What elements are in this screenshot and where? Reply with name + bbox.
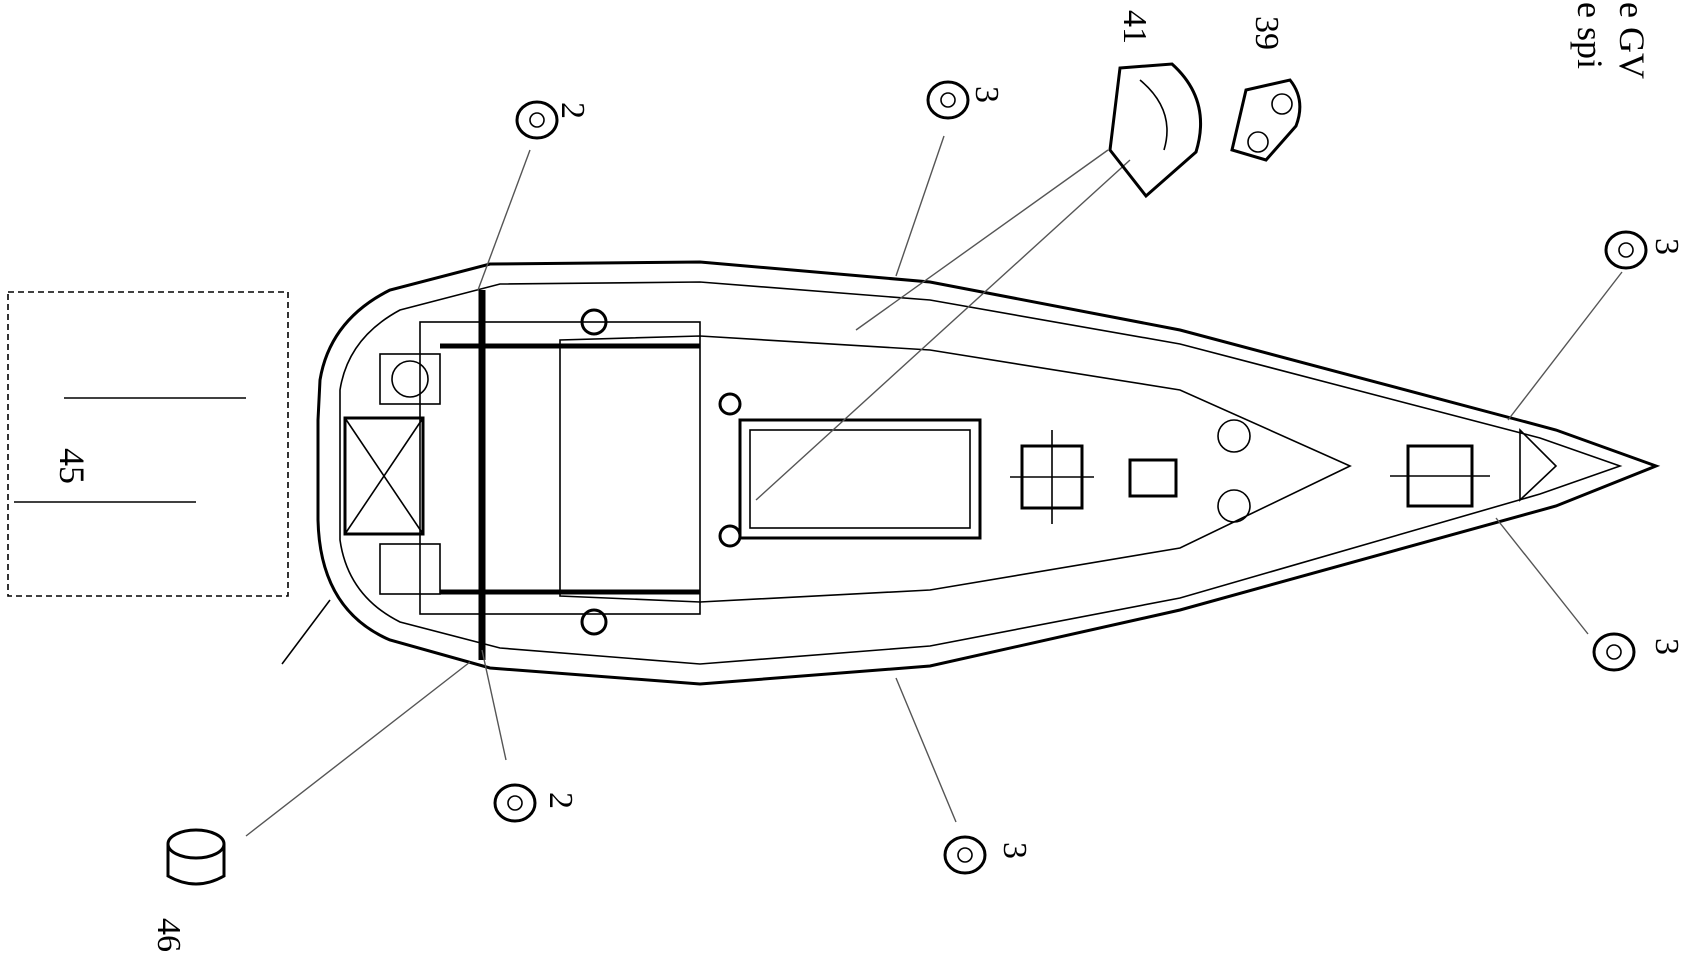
padeye-3-bottom-left: [943, 835, 987, 875]
legend-line-1: e GV: [1612, 2, 1652, 79]
callout-41: 41: [1116, 10, 1153, 44]
hull: [281, 260, 1661, 686]
callout-2-top: 2: [554, 102, 591, 119]
part-45-box: 45: [7, 291, 289, 597]
padeye-3-top-left: [926, 80, 970, 120]
padeye-3-top-right: [1604, 230, 1648, 270]
leader-lines: [245, 135, 1623, 837]
part-41: [1108, 62, 1203, 199]
callout-3-bottom-left: 3: [996, 842, 1033, 859]
label-45: 45: [52, 448, 92, 484]
callout-3-top-left: 3: [968, 86, 1005, 103]
callout-3-top-right: 3: [1648, 238, 1685, 255]
callout-3-bottom-right: 3: [1648, 638, 1685, 655]
padeye-3-bottom-right: [1592, 632, 1636, 672]
padeye-2-top: [515, 100, 559, 140]
legend-line-2: e spi: [1570, 2, 1610, 69]
callout-2-bottom: 2: [542, 792, 579, 809]
part-39: [1230, 78, 1302, 162]
callout-39: 39: [1248, 16, 1285, 50]
padeye-2-bottom: [493, 783, 537, 823]
callout-46: 46: [150, 918, 187, 952]
part-46: [166, 828, 226, 886]
